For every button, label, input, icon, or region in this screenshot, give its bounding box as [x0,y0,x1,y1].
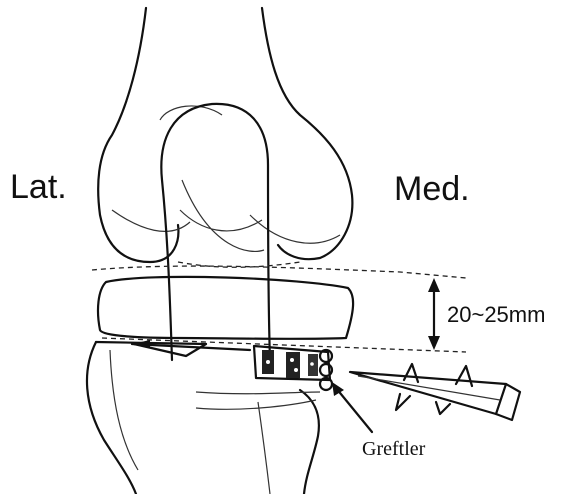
lateral-label: Lat. [10,168,67,207]
wedge-tool-label: Greftler [362,438,425,461]
resection-depth-label: 20~25mm [447,302,545,328]
tibial-resection-block [98,277,353,339]
femur [98,8,352,262]
tibia [87,342,320,494]
graft-pointer-arrow [332,382,372,432]
wedge-spreader-tool [350,364,520,420]
bone-graft [254,346,330,380]
depth-measure-arrow [428,278,440,350]
medial-label: Med. [394,170,470,209]
